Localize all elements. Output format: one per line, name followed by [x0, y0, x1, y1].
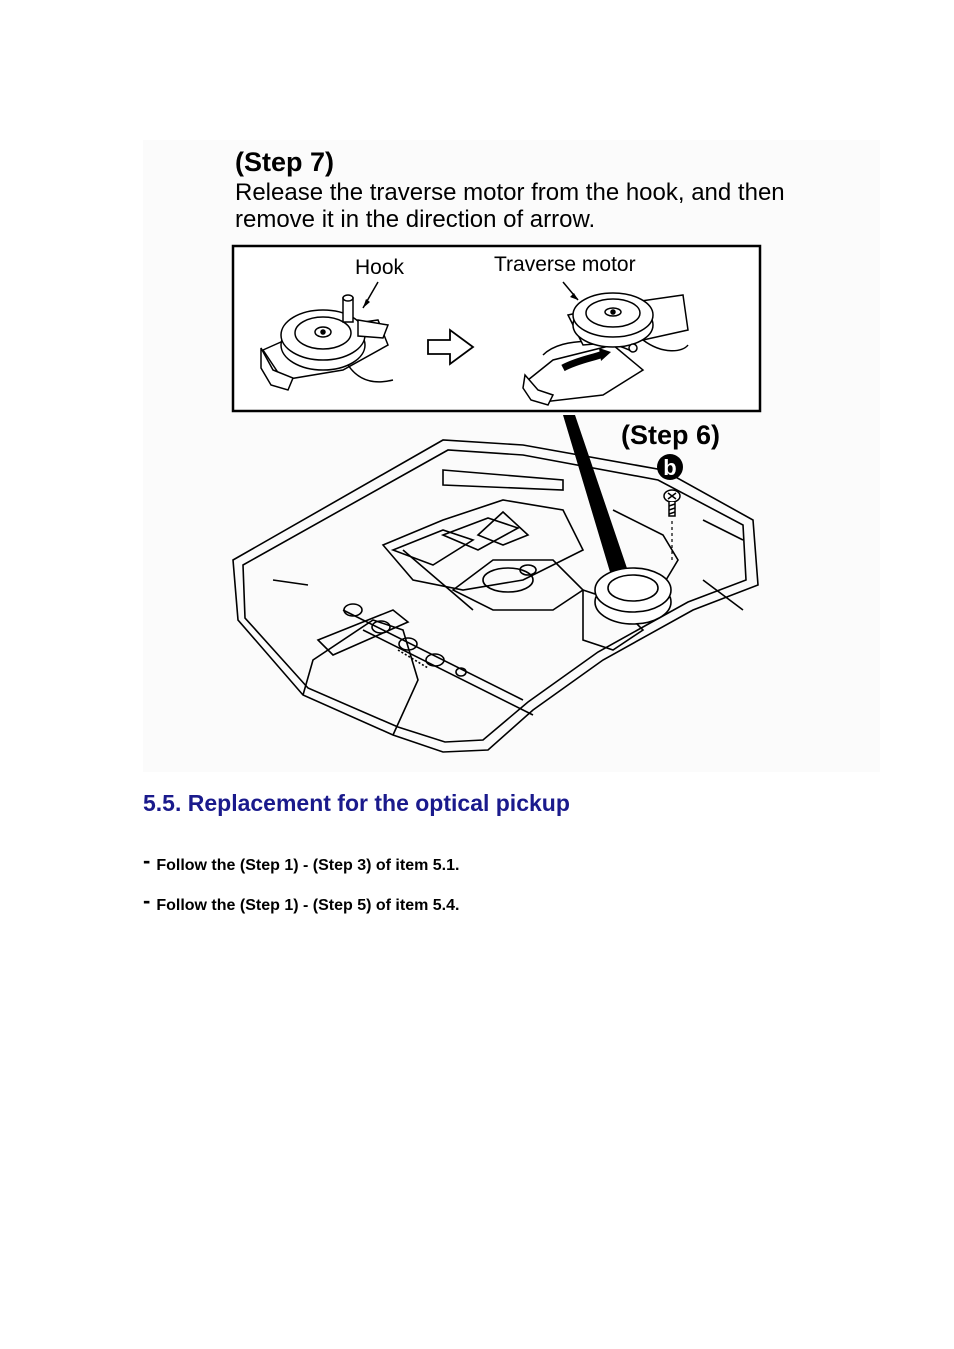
chassis-motor-illustration — [594, 567, 672, 625]
traverse-motor-label: Traverse motor — [494, 253, 636, 276]
mechanism-illustration: b — [231, 244, 762, 753]
disassembly-figure: b (Step 7) Release the traverse motor fr… — [143, 140, 880, 772]
callout-pointer — [563, 415, 631, 582]
chassis-illustration — [232, 439, 759, 753]
direction-arrow — [427, 328, 475, 366]
screw-illustration — [663, 489, 681, 517]
screw-marker-letter: b — [663, 455, 676, 480]
step7-description: Release the traverse motor from the hook… — [235, 179, 785, 233]
hook-label: Hook — [355, 256, 405, 279]
step7-title: (Step 7) — [235, 147, 335, 177]
motor-after-illustration — [522, 292, 689, 406]
bullet-dash: - — [143, 888, 151, 913]
screw-marker-icon — [657, 454, 683, 480]
section-heading: 5.5. Replacement for the optical pickup — [143, 790, 570, 816]
list-item: -Follow the (Step 1) - (Step 5) of item … — [143, 888, 460, 916]
list-item: -Follow the (Step 1) - (Step 3) of item … — [143, 848, 460, 876]
bullet-text: Follow the (Step 1) - (Step 3) of item 5… — [156, 857, 460, 874]
bullet-dash: - — [143, 848, 151, 873]
bullet-text: Follow the (Step 1) - (Step 5) of item 5… — [156, 897, 460, 914]
step6-title: (Step 6) — [621, 420, 721, 450]
motor-before-illustration — [260, 294, 394, 391]
